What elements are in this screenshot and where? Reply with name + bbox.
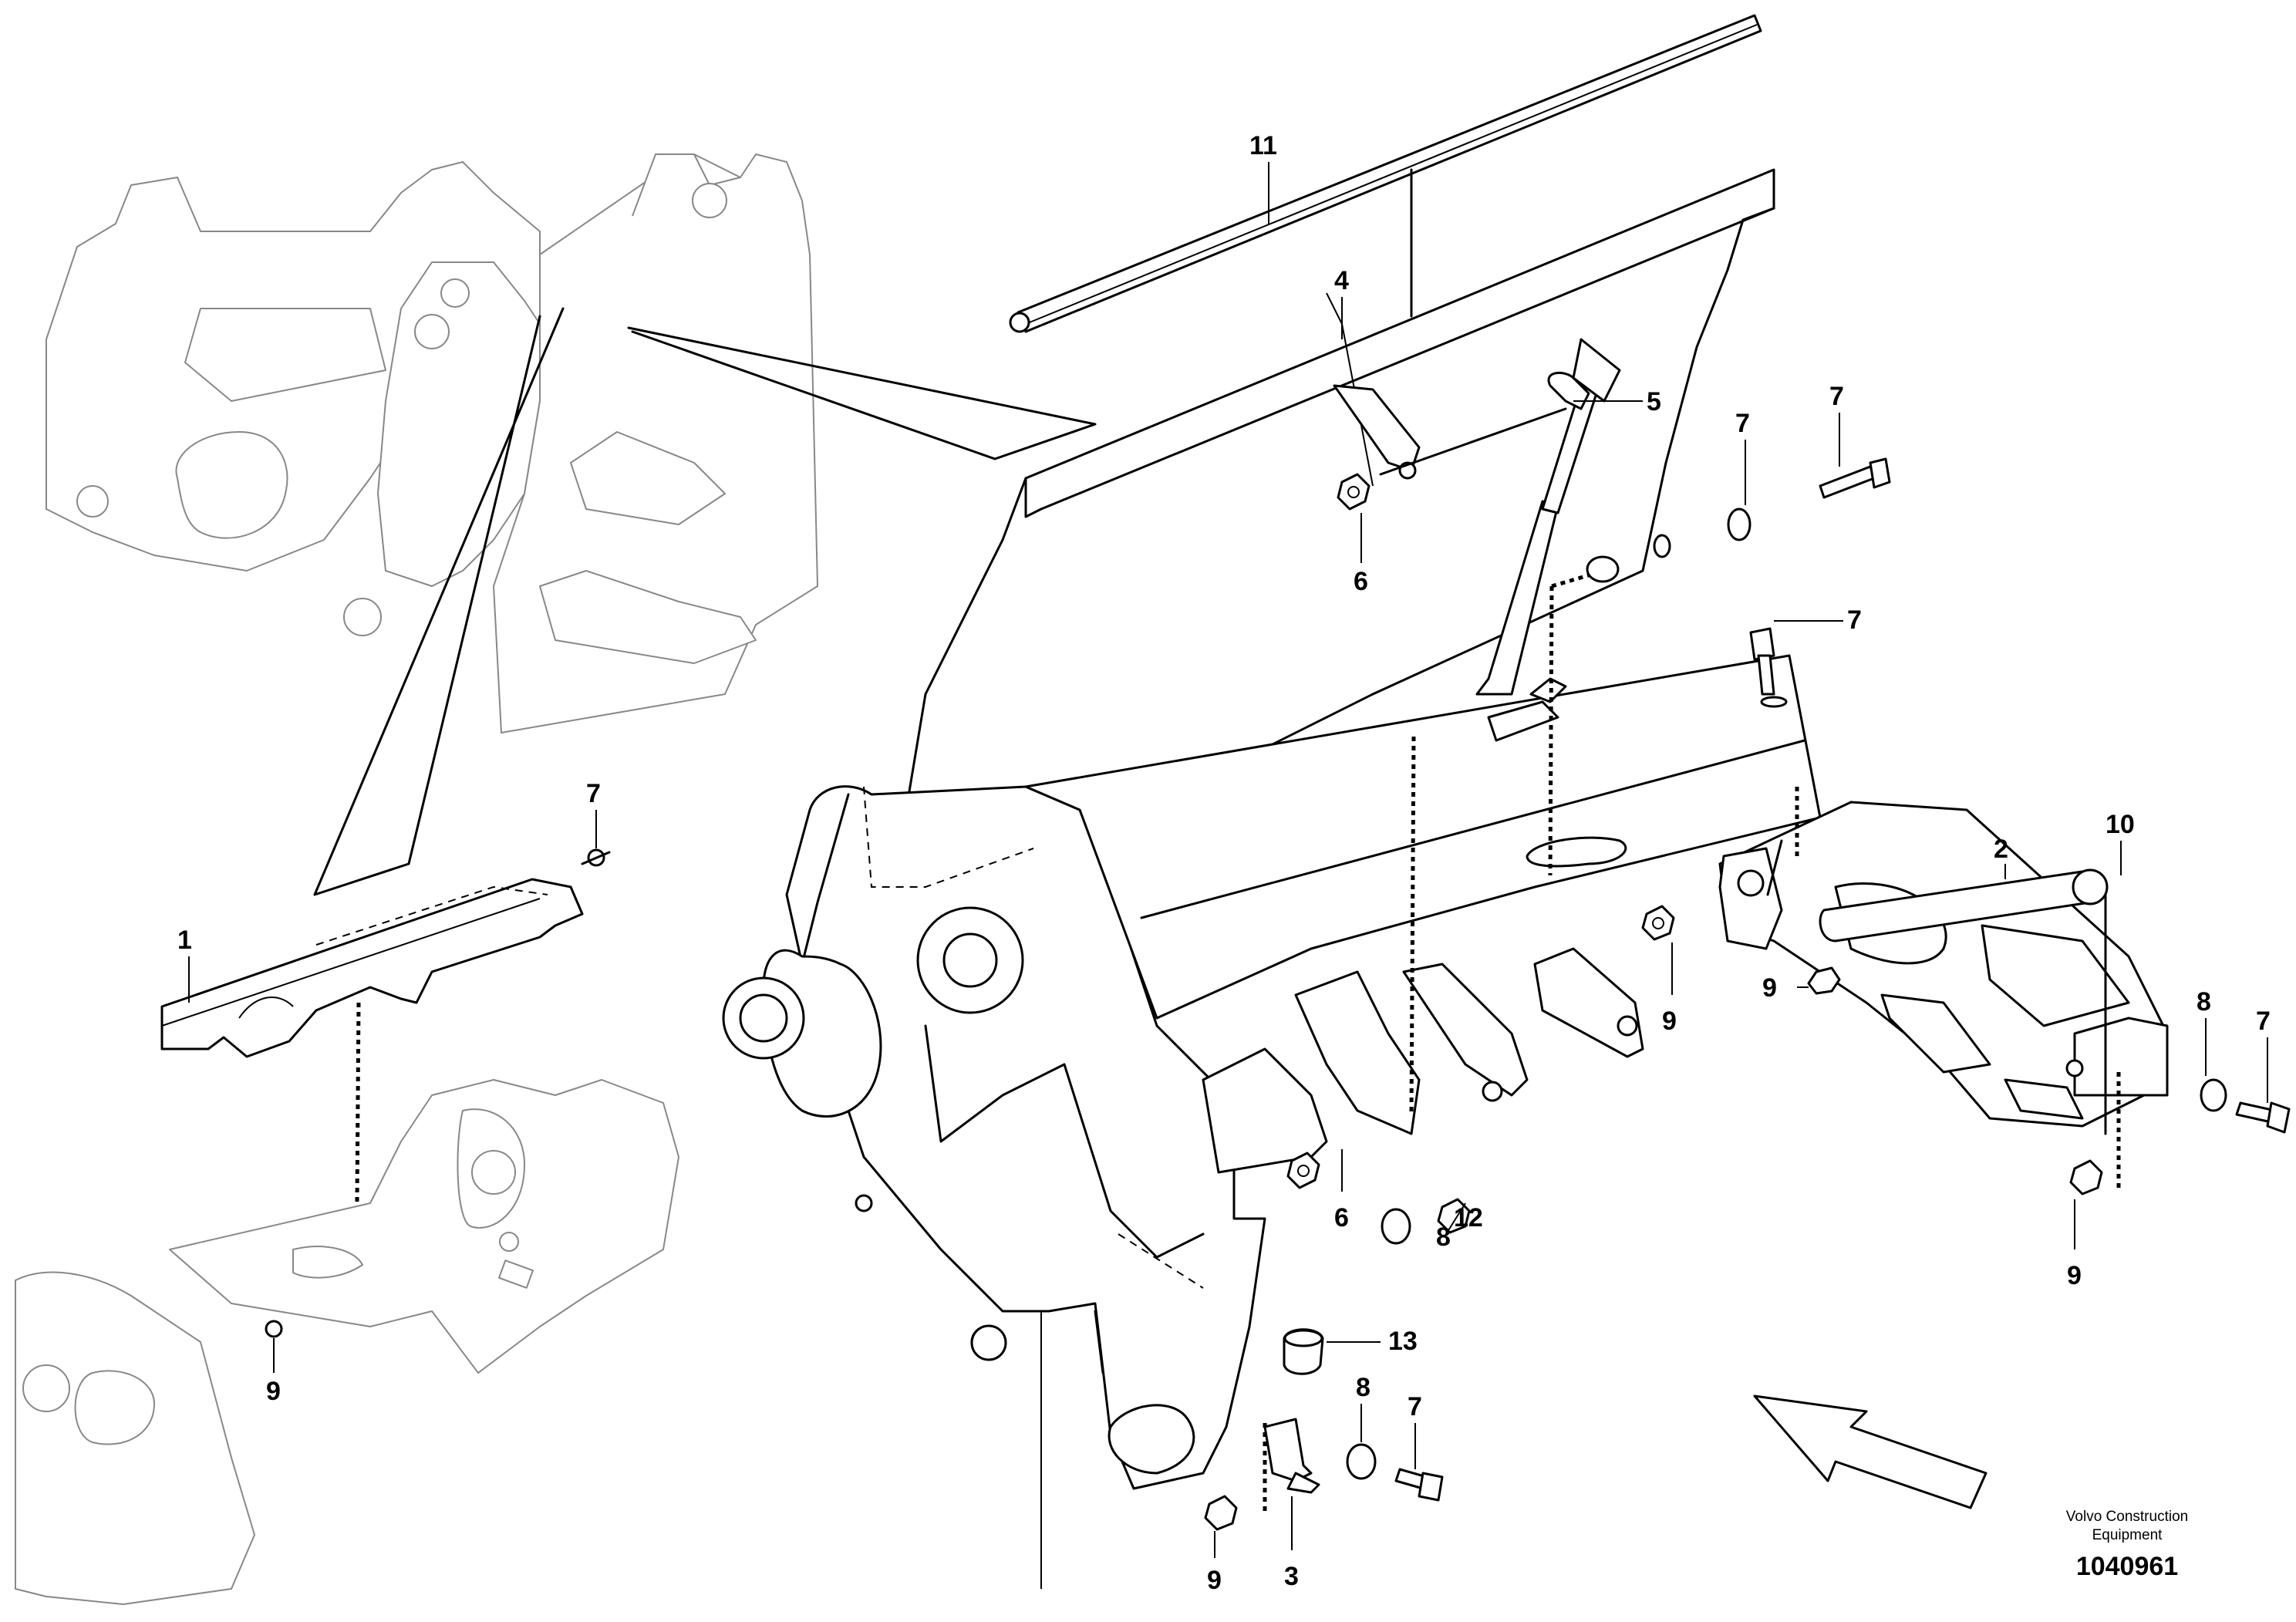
callout-8: 8 — [1356, 1373, 1371, 1402]
callout-7: 7 — [1847, 605, 1862, 635]
callout-4: 4 — [1334, 266, 1349, 295]
credit-line-1: Volvo Construction — [2066, 1509, 2188, 1525]
callout-7: 7 — [2256, 1007, 2271, 1036]
credit-block: Volvo Construction Equipment 1040961 — [2066, 1509, 2188, 1581]
bracket-1-detail — [160, 848, 611, 1058]
callout-9: 9 — [266, 1377, 281, 1406]
hinge-bolt-path — [1548, 585, 1554, 876]
zoom-wedge — [313, 307, 1097, 896]
callout-labels: 11 4 5 6 7 7 7 7 1 2 10 9 9 8 7 9 6 12 8… — [177, 131, 2271, 1595]
callout-8: 7 — [1735, 409, 1750, 438]
fasteners — [970, 457, 2291, 1531]
cross-tube — [1024, 654, 1822, 1174]
callout-8: 8 — [1436, 1222, 1451, 1252]
bracket-2 — [1718, 801, 2169, 1128]
callout-9: 9 — [1662, 1007, 1677, 1036]
callout-2: 2 — [1994, 835, 2008, 864]
callout-1: 1 — [177, 926, 192, 955]
frame-lower-detail — [15, 1079, 679, 1605]
callout-10: 10 — [2106, 810, 2135, 839]
callout-9: 9 — [2067, 1261, 2082, 1290]
callout-7: 7 — [1829, 382, 1844, 411]
credit-line-2: Equipment — [2092, 1527, 2163, 1543]
drawing-number: 1040961 — [2076, 1552, 2178, 1581]
callout-3: 3 — [1284, 1562, 1299, 1591]
callout-5: 5 — [1647, 387, 1661, 416]
callout-7: 7 — [1408, 1392, 1422, 1421]
leader-lines — [188, 162, 2268, 1558]
gas-strut-5 — [1475, 338, 1621, 742]
callout-13: 13 — [1388, 1327, 1418, 1356]
callout-9: 9 — [1207, 1566, 1222, 1595]
callout-8: 8 — [2197, 987, 2211, 1017]
callout-11: 11 — [1249, 131, 1277, 160]
panel-4 — [893, 168, 1775, 927]
side-frame — [722, 785, 1266, 1490]
callout-6: 6 — [1354, 567, 1368, 596]
strut-lower-path — [1409, 736, 1416, 1115]
bracket-3 — [1263, 1418, 1320, 1494]
direction-arrow — [1753, 1394, 1988, 1509]
callout-7: 7 — [586, 779, 601, 808]
callout-9: 9 — [1762, 973, 1777, 1003]
seal-11 — [1009, 14, 1762, 333]
seal-10 — [1819, 868, 2109, 1135]
frame-overview — [46, 153, 818, 733]
callout-12: 12 — [1454, 1203, 1483, 1233]
callout-6: 6 — [1334, 1203, 1349, 1233]
